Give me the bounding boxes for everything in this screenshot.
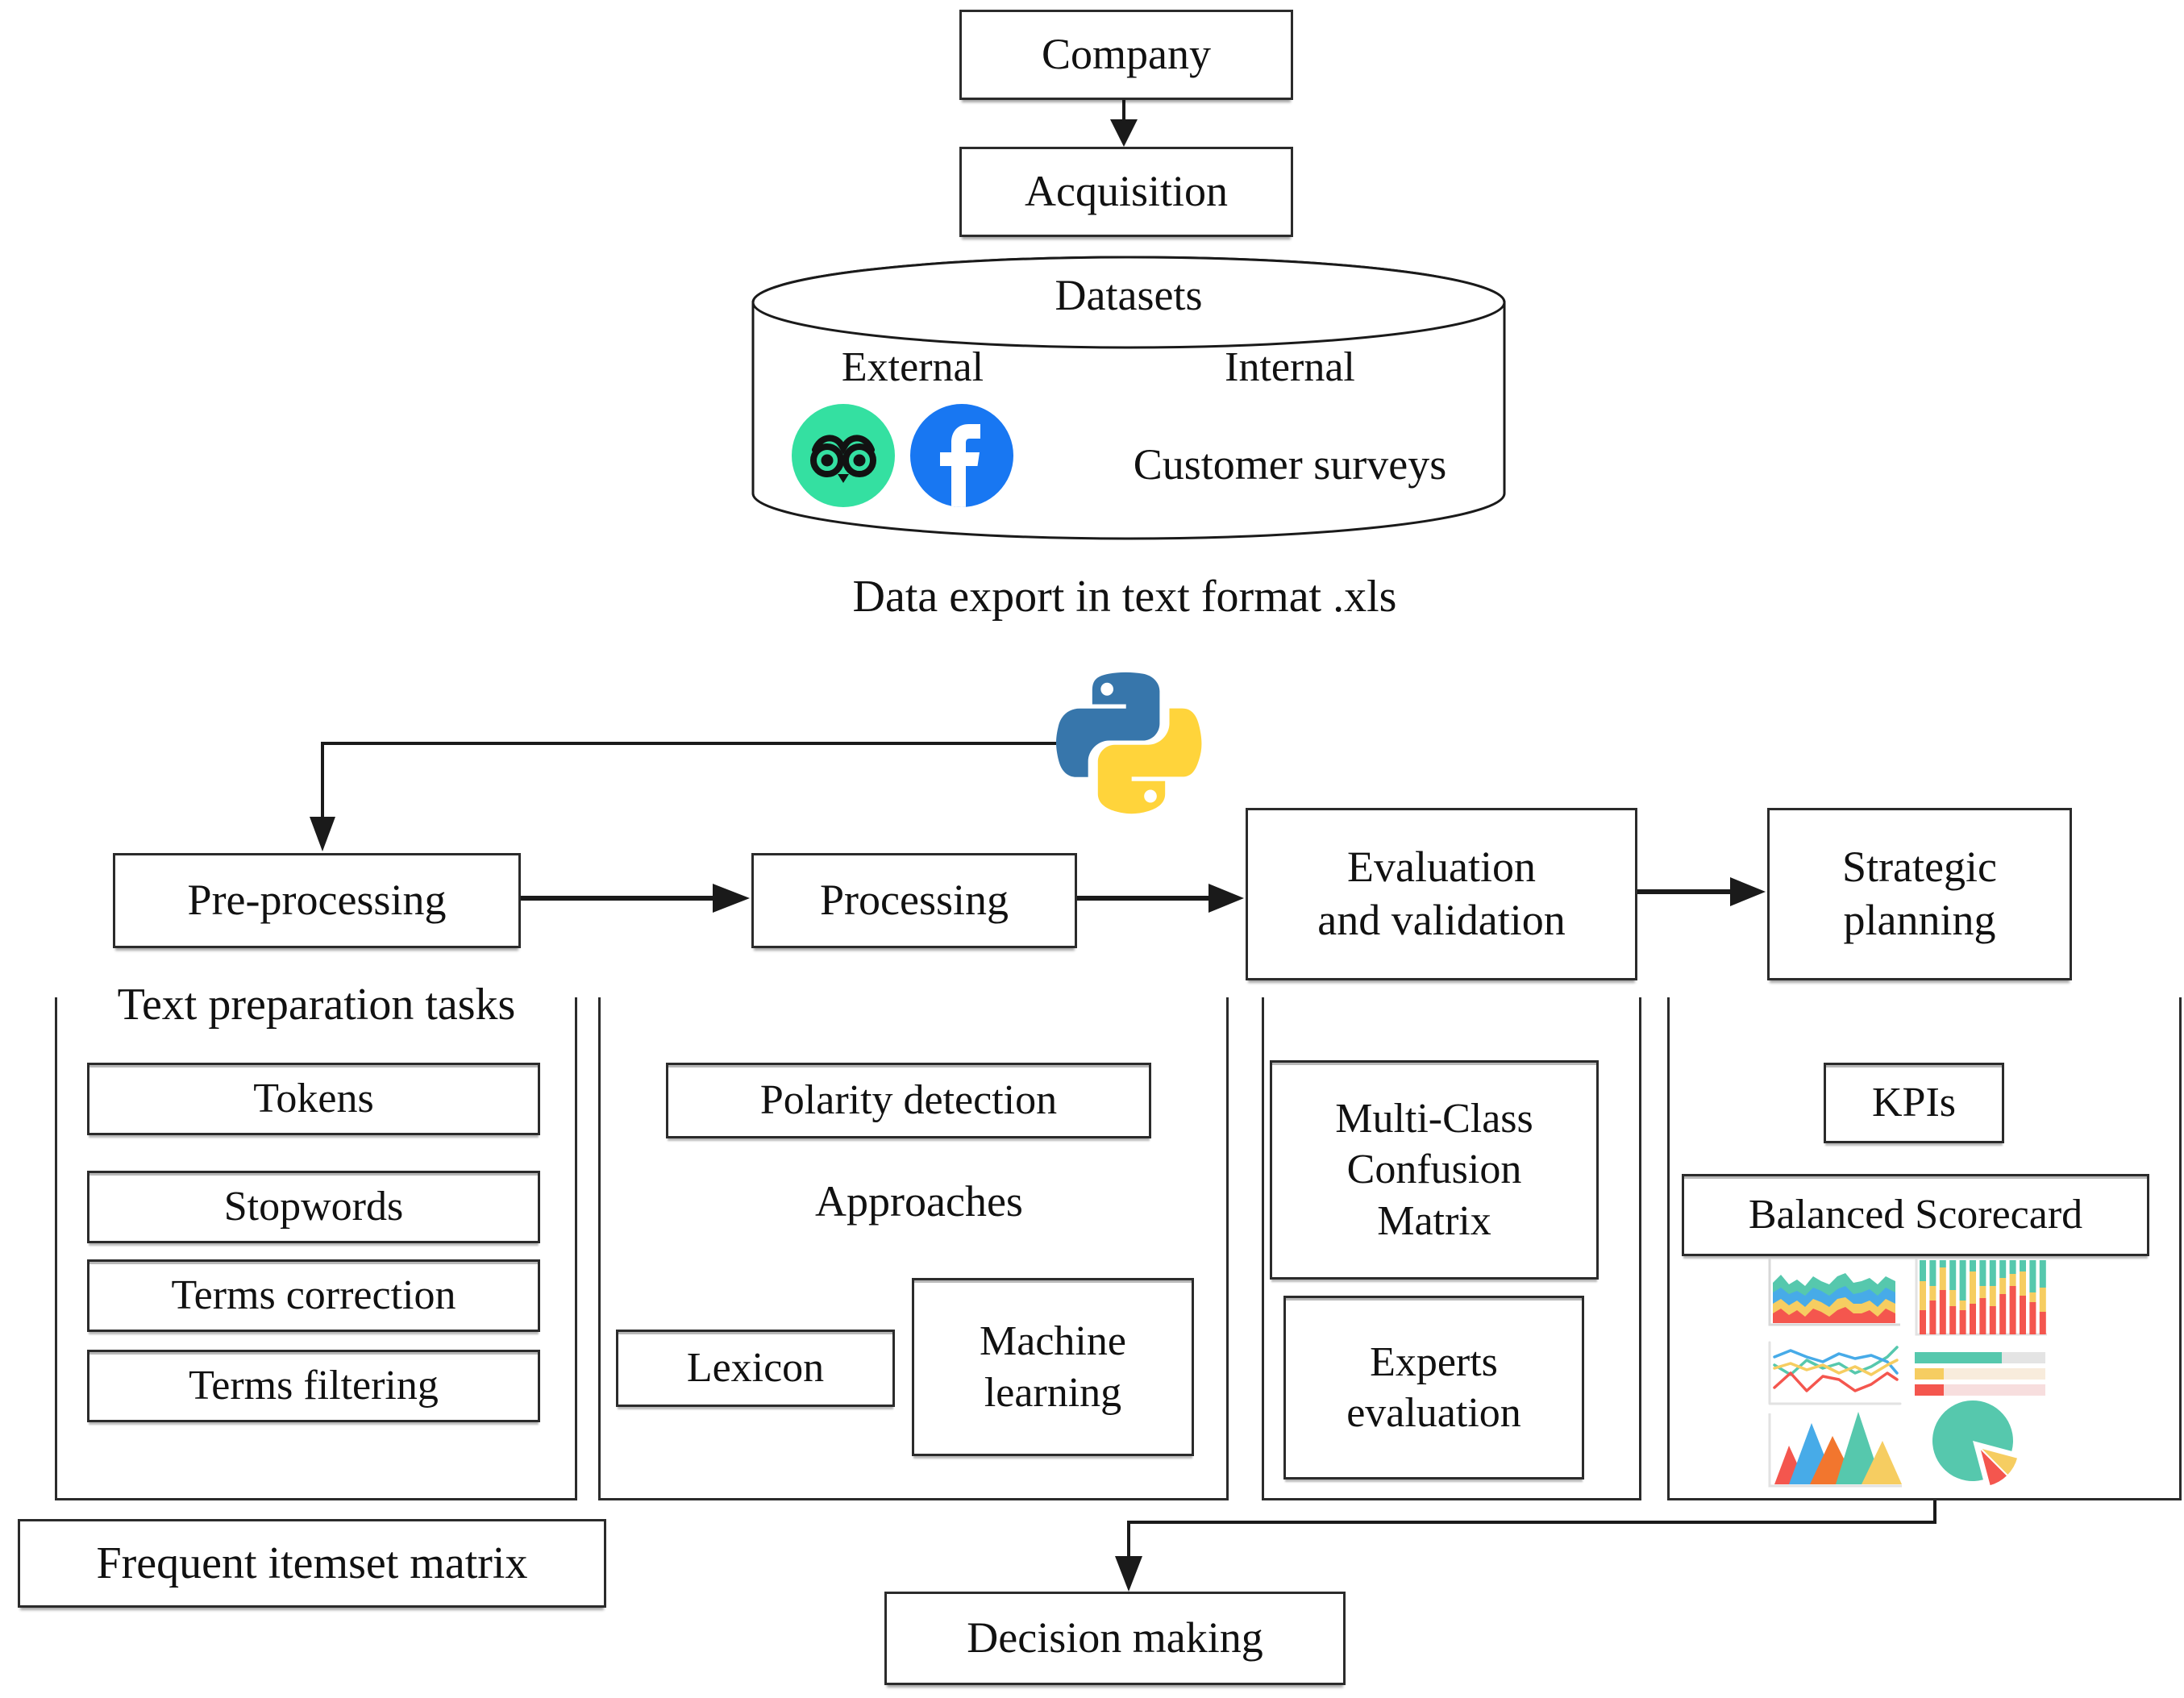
processing-box: Processing: [751, 853, 1077, 948]
progress-bars: [1915, 1352, 2045, 1396]
facebook-icon: [910, 404, 1013, 507]
tokens-box: Tokens: [87, 1063, 540, 1135]
arrowhead: [1730, 877, 1766, 906]
internal-label: Internal: [1225, 343, 1355, 390]
datasets-title: Datasets: [1055, 271, 1203, 319]
text-preparation-heading: Text preparation tasks: [117, 980, 516, 1030]
stacked-bar-chart: [1915, 1259, 2047, 1336]
stopwords-label: Stopwords: [223, 1184, 404, 1230]
lexicon-label: Lexicon: [686, 1345, 825, 1392]
machine-learning-label: Machine learning: [980, 1318, 1126, 1416]
confusion-matrix-box: Multi-Class Confusion Matrix: [1270, 1060, 1599, 1280]
experts-evaluation-label: Experts evaluation: [1346, 1338, 1521, 1436]
acquisition-label: Acquisition: [1025, 167, 1228, 216]
frequent-itemset-label: Frequent itemset matrix: [96, 1538, 528, 1588]
experts-evaluation-box: Experts evaluation: [1283, 1296, 1584, 1480]
external-label: External: [841, 343, 984, 390]
arrowhead: [1115, 1556, 1142, 1592]
balanced-scorecard-box: Balanced Scorecard: [1682, 1174, 2149, 1256]
arrow-python-preprocessing: [321, 742, 1056, 818]
approaches-label: Approaches: [815, 1177, 1023, 1226]
polarity-detection-box: Polarity detection: [666, 1063, 1151, 1138]
preprocessing-column: [55, 997, 577, 1500]
balanced-scorecard-label: Balanced Scorecard: [1748, 1192, 2083, 1238]
terms-correction-label: Terms correction: [171, 1272, 456, 1319]
company-label: Company: [1042, 30, 1211, 79]
terms-correction-box: Terms correction: [87, 1259, 540, 1332]
arrowhead: [310, 817, 335, 851]
strategic-planning-box: Strategic planning: [1767, 808, 2072, 980]
terms-filtering-label: Terms filtering: [189, 1363, 439, 1409]
lexicon-box: Lexicon: [616, 1330, 895, 1407]
line-chart: [1768, 1341, 1902, 1405]
peaks-chart: [1768, 1412, 1902, 1488]
data-export-caption: Data export in text format .xls: [852, 572, 1397, 622]
stopwords-box: Stopwords: [87, 1171, 540, 1243]
decision-making-box: Decision making: [884, 1592, 1346, 1685]
preprocessing-label: Pre-processing: [187, 876, 447, 925]
evaluation-box: Evaluation and validation: [1246, 808, 1637, 980]
processing-column: [598, 997, 1229, 1500]
python-icon: [1056, 672, 1202, 814]
customer-surveys-label: Customer surveys: [1133, 440, 1447, 489]
evaluation-column: [1262, 997, 1641, 1500]
company-box: Company: [959, 10, 1293, 100]
acquisition-box: Acquisition: [959, 147, 1293, 237]
pie-chart: [1932, 1400, 2020, 1488]
frequent-itemset-box: Frequent itemset matrix: [18, 1519, 606, 1608]
arrowhead: [713, 884, 750, 913]
arrowhead: [1110, 119, 1138, 147]
dashboard-charts-icon: [1768, 1259, 2047, 1488]
kpis-label: KPIs: [1871, 1080, 1957, 1126]
polarity-detection-label: Polarity detection: [759, 1077, 1058, 1124]
strategic-column: [1667, 997, 2182, 1500]
kpis-box: KPIs: [1824, 1063, 2004, 1143]
stacked-area-chart: [1768, 1259, 1900, 1326]
evaluation-label: Evaluation and validation: [1317, 843, 1566, 944]
tripadvisor-icon: [792, 404, 895, 507]
arrow-strategic-decision: [1127, 1498, 1936, 1558]
strategic-planning-label: Strategic planning: [1842, 843, 1997, 944]
arrowhead: [1208, 884, 1244, 913]
machine-learning-box: Machine learning: [912, 1278, 1194, 1456]
tokens-label: Tokens: [253, 1076, 374, 1122]
confusion-matrix-label: Multi-Class Confusion Matrix: [1335, 1095, 1533, 1244]
terms-filtering-box: Terms filtering: [87, 1350, 540, 1422]
preprocessing-box: Pre-processing: [113, 853, 521, 948]
decision-making-label: Decision making: [967, 1613, 1263, 1663]
processing-label: Processing: [820, 876, 1009, 925]
